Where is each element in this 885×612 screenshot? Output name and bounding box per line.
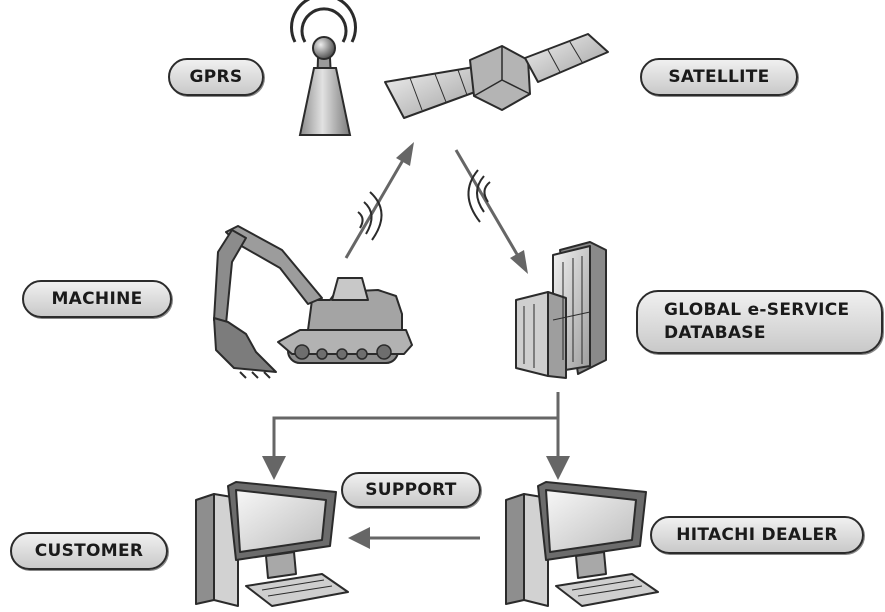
satellite-label: SATELLITE — [640, 58, 798, 96]
server-tower-icon — [515, 241, 607, 379]
machine-label-text: MACHINE — [51, 288, 143, 309]
satellite-to-database-arrow — [454, 149, 528, 274]
desktop-computer-icon — [505, 481, 659, 607]
satellite-label-text: SATELLITE — [668, 66, 770, 87]
dealer-feed-arrowhead — [546, 456, 570, 480]
wireless-signal-icon — [357, 191, 383, 241]
gprs-label-text: GPRS — [189, 66, 243, 87]
wireless-signal-icon — [467, 169, 491, 223]
hitachi-dealer-label: HITACHI DEALER — [650, 516, 864, 554]
radio-antenna-icon — [290, 0, 357, 136]
excavator-icon — [213, 225, 413, 379]
database-label-line1: GLOBAL e-SERVICE — [664, 300, 850, 321]
machine-to-antenna-arrow — [344, 142, 414, 259]
global-eservice-database-label: GLOBAL e-SERVICE DATABASE — [636, 290, 883, 354]
support-arrow — [348, 527, 480, 549]
customer-label-text: CUSTOMER — [34, 540, 144, 561]
desktop-computer-icon — [195, 481, 349, 607]
customer-label: CUSTOMER — [10, 532, 168, 570]
hitachi-dealer-label-text: HITACHI DEALER — [676, 524, 838, 545]
support-label-text: SUPPORT — [365, 479, 457, 500]
database-label-line2: DATABASE — [664, 323, 766, 343]
satellite-icon — [384, 33, 609, 119]
gprs-label: GPRS — [168, 58, 264, 96]
customer-feed-arrowhead — [262, 456, 286, 480]
database-distribution-connector — [272, 392, 560, 458]
support-label: SUPPORT — [341, 472, 481, 508]
machine-label: MACHINE — [22, 280, 172, 318]
